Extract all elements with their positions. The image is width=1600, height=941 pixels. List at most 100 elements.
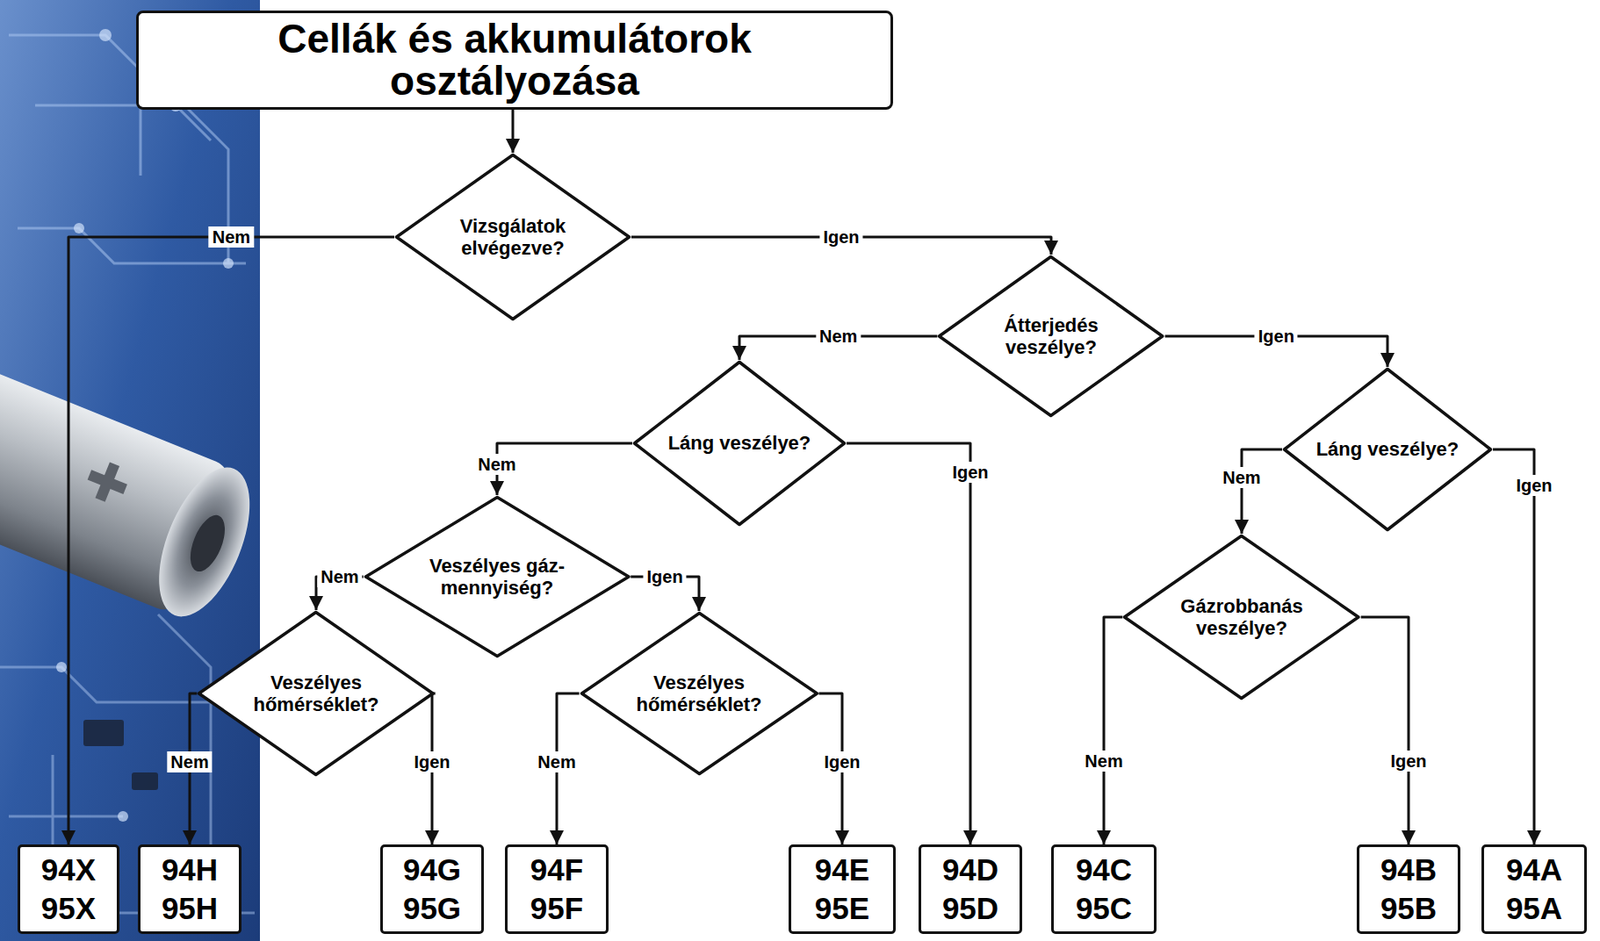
question-text: Láng veszélye?	[668, 432, 812, 455]
result-box: 94C95C	[1051, 844, 1157, 935]
node-text-block: Vizsgálatok elvégezve?	[438, 215, 588, 260]
connector	[511, 109, 514, 153]
result-box: 94D95D	[918, 844, 1023, 935]
result-box: 94F95F	[504, 844, 609, 935]
decision-diamond: Vizsgálatok elvégezve?	[394, 152, 632, 322]
battery-cell	[0, 360, 260, 629]
class-code: 95D	[942, 889, 999, 929]
class-code: 94B	[1380, 850, 1437, 890]
title-text: Cellák és akkumulátorok osztályozása	[242, 17, 787, 103]
battery-cap	[140, 454, 260, 629]
solder-pad	[99, 28, 112, 42]
decision-diamond: Átterjedés veszélye?	[936, 254, 1165, 419]
node-text-block: 94E95E	[814, 850, 870, 929]
decision-diamond: Veszélyes gáz- mennyiség?	[363, 495, 631, 659]
class-code: 95E	[814, 889, 870, 929]
result-box: 94E95E	[788, 844, 896, 935]
diamond-outline	[365, 497, 628, 657]
edge-label: Igen	[1386, 750, 1430, 772]
node-text-block: Veszélyes hőmérséklet?	[624, 671, 774, 717]
class-code: 95C	[1075, 889, 1132, 929]
question-text: Átterjedés veszélye?	[980, 314, 1122, 360]
node-text-block: Láng veszélye?	[668, 432, 812, 455]
class-code: 94C	[1075, 850, 1132, 890]
edge-label: Igen	[1254, 325, 1298, 347]
circuit-traces	[0, 17, 260, 931]
result-box: 94A95A	[1481, 844, 1587, 935]
node-text-block: 94H95H	[161, 850, 218, 929]
edge-label: Igen	[643, 566, 687, 588]
diamond-outline	[1284, 369, 1492, 531]
edge-label: Nem	[166, 751, 212, 773]
node-text-block: Veszélyes gáz- mennyiség?	[413, 554, 581, 600]
class-code: 94F	[530, 850, 584, 890]
node-text-block: 94D95D	[942, 850, 999, 929]
node-text-block: Gázrobbanás veszélye?	[1167, 595, 1317, 641]
connector	[1241, 449, 1283, 534]
node-text-block: 94F95F	[530, 850, 584, 929]
class-code: 95B	[1380, 889, 1437, 929]
class-code: 94H	[161, 850, 218, 890]
edge-label: Igen	[1512, 475, 1556, 497]
class-code: 95G	[403, 889, 462, 929]
node-text-block: 94B95B	[1380, 850, 1437, 929]
result-box: 94G95G	[380, 844, 484, 935]
solder-pad	[73, 223, 85, 234]
diamond-outline	[396, 155, 629, 320]
decision-diamond: Gázrobbanás veszélye?	[1122, 533, 1361, 701]
node-text-block: Veszélyes hőmérséklet?	[241, 671, 391, 717]
node-text-block: 94X95X	[41, 850, 96, 929]
edge-label: Igen	[819, 226, 863, 248]
class-code: 95A	[1506, 889, 1563, 929]
diamond-outline	[1124, 536, 1359, 700]
decision-diamond: Veszélyes hőmérséklet?	[196, 610, 435, 778]
question-text: Vizsgálatok elvégezve?	[438, 215, 588, 260]
node-text-block: Cellák és akkumulátorok osztályozása	[242, 17, 787, 103]
class-code: 94D	[942, 850, 999, 890]
question-text: Láng veszélye?	[1316, 438, 1460, 461]
chip	[131, 772, 159, 791]
question-text: Veszélyes hőmérséklet?	[241, 671, 391, 717]
solder-pad	[117, 811, 129, 822]
class-code: 94A	[1506, 850, 1563, 890]
node-text-block: 94C95C	[1075, 850, 1132, 929]
title-box: Cellák és akkumulátorok osztályozása	[136, 10, 894, 110]
chip	[83, 720, 124, 747]
battery-terminal	[183, 510, 232, 577]
class-code: 95F	[530, 889, 584, 929]
edge-label: Nem	[209, 226, 254, 248]
edge-label: Nem	[1081, 750, 1126, 772]
result-box: 94B95B	[1356, 844, 1461, 935]
diamond-outline	[634, 362, 845, 526]
class-code: 94X	[41, 850, 96, 890]
decision-diamond: Láng veszélye?	[632, 360, 847, 527]
edge-label: Nem	[815, 325, 861, 347]
decision-diamond: Veszélyes hőmérséklet?	[579, 611, 820, 777]
solder-pad	[56, 662, 67, 673]
connector	[1361, 617, 1409, 845]
diamond-outline	[199, 612, 433, 776]
node-text-block: Átterjedés veszélye?	[980, 314, 1122, 360]
class-code: 95H	[161, 889, 218, 929]
edge-label: Nem	[1218, 467, 1264, 489]
edge-label: Nem	[474, 454, 519, 476]
edge-label: Nem	[317, 566, 362, 588]
edge-label: Igen	[948, 461, 992, 483]
node-text-block: Láng veszélye?	[1316, 438, 1460, 461]
edge-label: Igen	[820, 751, 864, 773]
question-text: Veszélyes hőmérséklet?	[624, 671, 774, 717]
result-box: 94H95H	[137, 844, 242, 935]
class-code: 94E	[814, 850, 870, 890]
question-text: Gázrobbanás veszélye?	[1167, 595, 1317, 641]
decision-diamond: Láng veszélye?	[1282, 367, 1493, 533]
connector	[846, 443, 971, 845]
edge-label: Nem	[533, 751, 579, 773]
edge-label: Igen	[410, 751, 454, 773]
solder-pad	[223, 258, 234, 269]
result-box: 94X95X	[17, 844, 120, 935]
class-code: 94G	[403, 850, 462, 890]
connector	[1103, 617, 1123, 845]
diamond-outline	[581, 613, 817, 775]
